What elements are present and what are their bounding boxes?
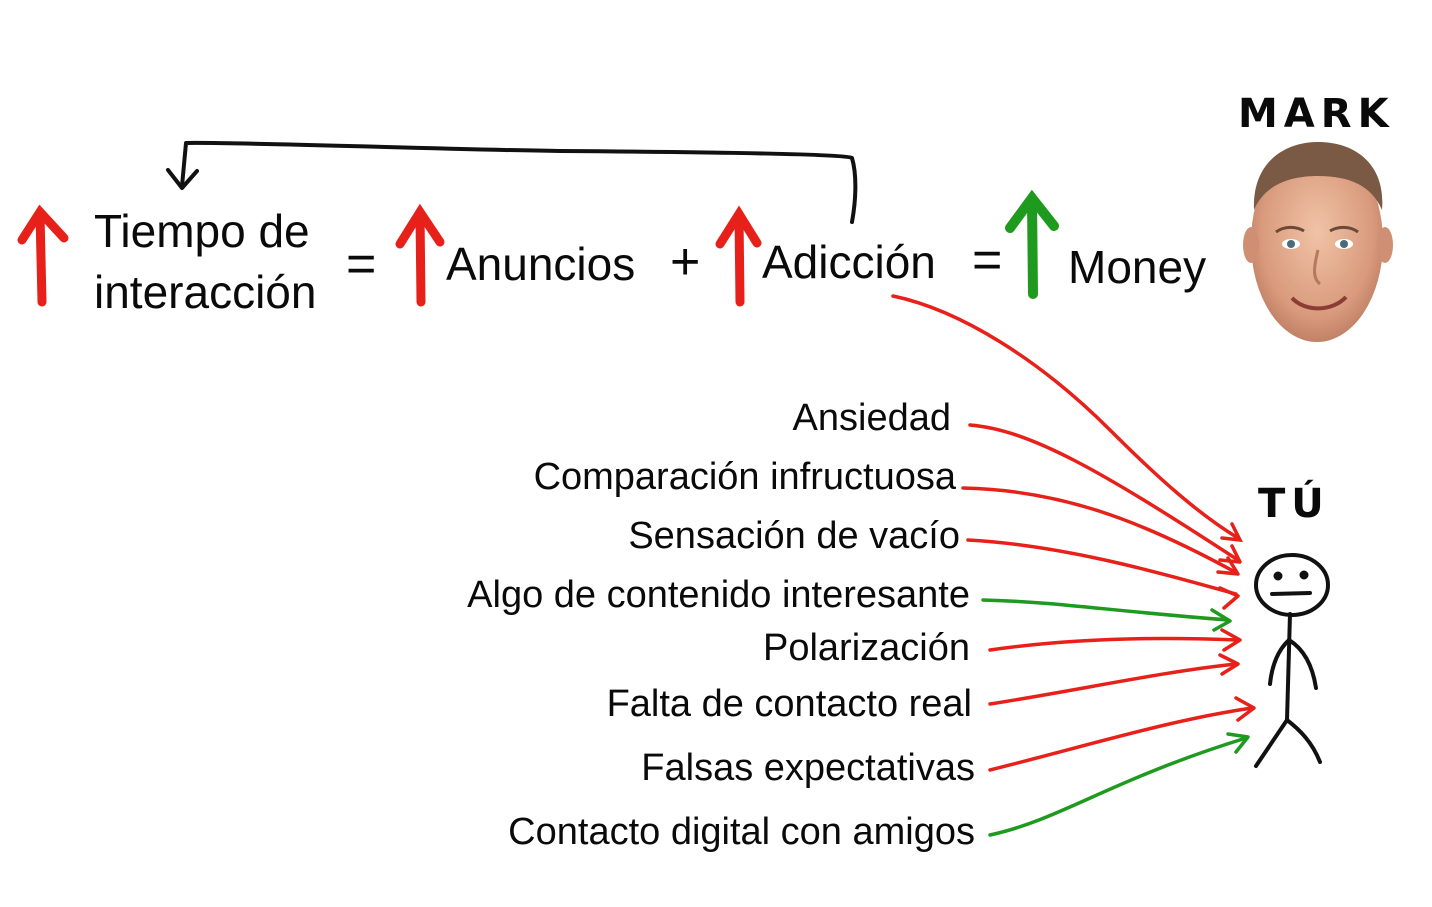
- term-adiccion: Adicción: [762, 236, 936, 288]
- arrow-contacto-digital: [988, 732, 1250, 837]
- feedback-loop-arrowhead: [166, 168, 199, 190]
- effect-sensacion-vacio: Sensación de vacío: [628, 515, 960, 557]
- term-tiempo-line2: interacción: [94, 266, 317, 318]
- effect-falsas-expectativas: Falsas expectativas: [641, 747, 975, 789]
- arrow-falta-contacto: [988, 653, 1240, 706]
- arrow-polarizacion: [988, 628, 1242, 652]
- plus-sign: +: [670, 233, 701, 291]
- effect-ansiedad: Ansiedad: [792, 397, 951, 439]
- up-arrow-tiempo: [17, 204, 69, 307]
- effect-contenido-interesante: Algo de contenido interesante: [467, 574, 970, 616]
- up-arrow-money: [1005, 189, 1059, 299]
- equals-sign-1: =: [346, 235, 377, 293]
- up-arrow-anuncios: [395, 203, 445, 307]
- term-money: Money: [1068, 241, 1207, 293]
- term-anuncios: Anuncios: [446, 238, 636, 290]
- effect-comparacion: Comparación infructuosa: [533, 456, 956, 498]
- up-arrow-adiccion: [715, 205, 762, 307]
- arrow-adiccion-to-you: [891, 294, 1244, 543]
- mark-label: MARK: [1238, 91, 1395, 137]
- arrow-falsas-expectativas: [988, 696, 1256, 772]
- stick-figure-you: [1254, 553, 1330, 768]
- feedback-loop-line: [180, 140, 858, 224]
- arrow-ansiedad: [968, 423, 1242, 564]
- equals-sign-2: =: [972, 231, 1003, 289]
- effect-polarizacion: Polarización: [763, 627, 970, 669]
- arrow-comparacion: [961, 486, 1240, 576]
- effect-arrows: [961, 423, 1256, 837]
- term-tiempo-line1: Tiempo de: [94, 205, 310, 257]
- you-label: TÚ: [1258, 481, 1330, 527]
- mark-face-image: [1243, 142, 1393, 342]
- arrow-vacio: [966, 538, 1240, 610]
- effect-contacto-digital: Contacto digital con amigos: [508, 811, 975, 853]
- arrow-contenido: [981, 598, 1232, 632]
- effect-falta-contacto: Falta de contacto real: [606, 683, 972, 725]
